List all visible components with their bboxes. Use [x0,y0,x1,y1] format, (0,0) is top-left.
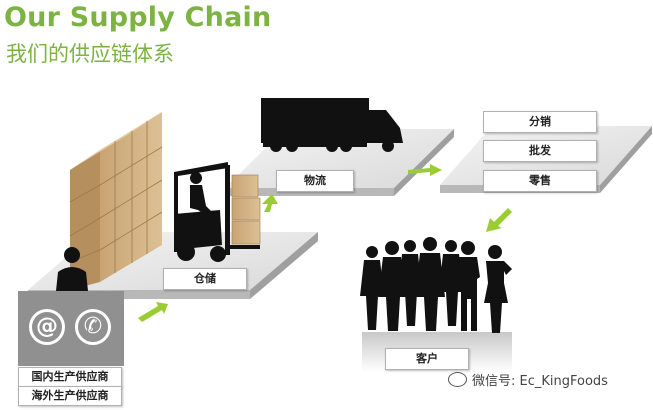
customers-label: 客户 [385,348,469,370]
supplier-person-icon [56,247,88,291]
arrow-supplier-to-warehouse [138,302,168,322]
logistics-label: 物流 [276,170,354,192]
channel-label-wholesale: 批发 [483,140,597,162]
arrow-logistics-to-distribution [408,164,442,176]
watermark-text: 微信号: Ec_KingFoods [472,374,608,389]
warehouse-label: 仓储 [163,268,247,290]
wechat-icon [448,372,467,387]
truck-icon [261,98,403,152]
page-title: Our Supply Chain [4,2,272,33]
phone-icon: ✆ [75,309,111,345]
forklift-icon [174,162,261,262]
channel-label-distribution: 分销 [483,111,597,133]
arrow-warehouse-to-logistics [262,194,278,212]
supplier-label-overseas: 海外生产供应商 [18,386,122,406]
page-subtitle: 我们的供应链体系 [6,42,174,66]
customer-crowd-icon [360,237,512,333]
email-icon: @ [29,309,65,345]
wechat-watermark: 微信号: Ec_KingFoods [448,370,608,389]
supplier-contact-box: @ ✆ [18,291,124,366]
arrow-distribution-to-customers [486,208,512,232]
supplier-label-domestic: 国内生产供应商 [18,367,122,387]
channel-label-retail: 零售 [483,170,597,192]
